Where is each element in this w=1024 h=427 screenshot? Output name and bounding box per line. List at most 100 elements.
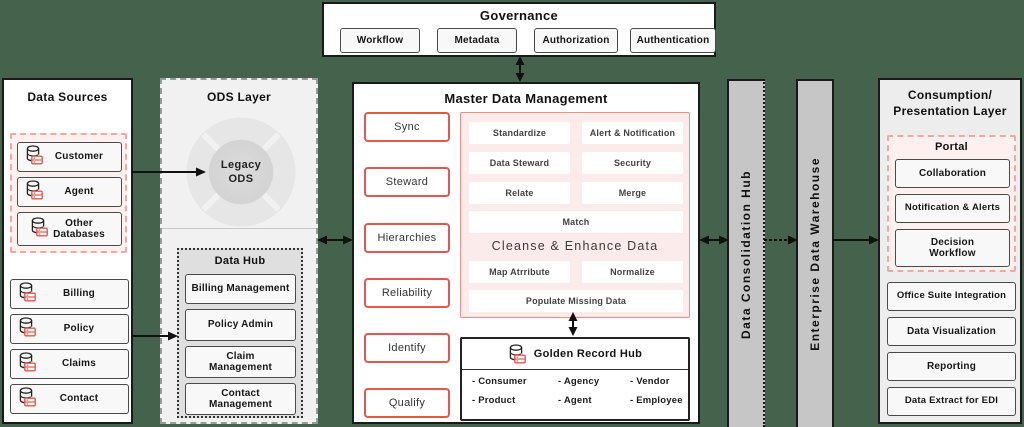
data-consolidation-hub-label: Data Consolidation Hub	[739, 169, 753, 339]
database-icon	[25, 180, 43, 205]
golden-entities: - Consumer - Agency - Vendor - Product -…	[462, 370, 688, 406]
data-hub-item-contact-management: Contact Management	[185, 383, 296, 415]
cleanse-enhance-title: Cleanse & Enhance Data	[491, 239, 659, 253]
source-contact: Contact	[10, 384, 129, 414]
consumption-item-data-visualization: Data Visualization	[887, 317, 1016, 346]
data-hub-item-claim-management: Claim Management	[185, 346, 296, 378]
capability-reliability: Reliability	[364, 278, 450, 308]
arrow-governance-mdm	[515, 56, 525, 82]
legacy-ods-node: Legacy ODS	[209, 140, 273, 204]
chip-label: Reporting	[926, 360, 977, 372]
source-label: Claims	[62, 358, 96, 370]
chip-label: Data Extract for EDI	[904, 395, 999, 407]
data-sources-master-group: Customer Agent Other Databases	[10, 133, 127, 253]
arrow-datasources-datahub	[132, 331, 178, 341]
consumption-item-reporting: Reporting	[887, 352, 1016, 381]
capability-sync: Sync	[364, 112, 450, 142]
function-map-attribute: Map Atrribute	[469, 261, 570, 283]
ring-slash	[261, 192, 281, 212]
portal-item-decision-workflow: Decision Workflow	[895, 229, 1010, 267]
data-consolidation-hub-bar: Data Consolidation Hub	[727, 79, 765, 427]
function-match: Match	[469, 211, 683, 233]
chip-label: Office Suite Integration	[896, 290, 1007, 302]
data-hub-title: Data Hub	[214, 255, 266, 267]
capability-identify: Identify	[364, 333, 450, 363]
database-icon	[18, 282, 36, 307]
governance-panel: Governance Workflow Metadata Authorizati…	[322, 2, 716, 57]
source-customer: Customer	[17, 142, 122, 172]
enterprise-data-warehouse-label: Enterprise Data Warehouse	[808, 157, 822, 351]
arrow-mdm-consolidationhub	[699, 235, 729, 245]
capability-label: Steward	[385, 176, 429, 188]
golden-entity: - Vendor	[630, 376, 670, 387]
database-icon	[18, 352, 36, 377]
function-merge: Merge	[582, 182, 683, 204]
golden-entity: - Consumer	[472, 376, 527, 387]
database-icon	[30, 217, 48, 242]
portal-item-notification-alerts: Notification & Alerts	[895, 194, 1010, 223]
chip-label: Billing Management	[191, 283, 290, 295]
golden-entity: - Employee	[630, 395, 683, 406]
governance-item-metadata: Metadata	[437, 28, 517, 53]
chip-label: Metadata	[454, 34, 500, 46]
data-sources-title: Data Sources	[27, 90, 108, 104]
function-standardize: Standardize	[469, 122, 570, 144]
function-relate: Relate	[469, 182, 570, 204]
database-icon	[25, 145, 43, 170]
capability-label: Hierarchies	[377, 232, 437, 244]
capability-label: Identify	[388, 342, 426, 354]
source-label: Agent	[64, 186, 94, 198]
arrow-datasources-legacyods	[132, 167, 206, 177]
chip-label: Authentication	[636, 34, 710, 46]
governance-title: Governance	[479, 8, 559, 23]
governance-item-authentication: Authentication	[630, 28, 716, 53]
mdm-title: Master Data Management	[444, 91, 608, 106]
arrow-consolidationhub-warehouse	[764, 235, 798, 245]
capability-steward: Steward	[364, 167, 450, 197]
capability-label: Qualify	[388, 397, 426, 409]
source-billing: Billing	[10, 279, 129, 309]
source-label: Contact	[59, 393, 99, 405]
arrow-functions-goldenhub	[568, 312, 578, 336]
mdm-panel: Master Data Management Sync Steward Hier…	[352, 82, 700, 424]
capability-label: Reliability	[381, 287, 433, 299]
chip-label: Decision Workflow	[929, 236, 976, 260]
consumption-title-line2: Presentation Layer	[893, 104, 1007, 118]
consumption-title-line1: Consumption/	[907, 88, 993, 102]
source-agent: Agent	[17, 177, 122, 207]
function-normalize: Normalize	[582, 261, 683, 283]
capability-hierarchies: Hierarchies	[364, 223, 450, 253]
source-policy: Policy	[10, 314, 129, 344]
function-populate-missing-data: Populate Missing Data	[469, 290, 683, 312]
consumption-item-office-suite-integration: Office Suite Integration	[887, 282, 1016, 311]
source-label: Billing	[63, 288, 95, 300]
consumption-item-data-extract-edi: Data Extract for EDI	[887, 387, 1016, 416]
chip-label: Collaboration	[918, 167, 987, 179]
ods-layer-title: ODS Layer	[206, 90, 272, 104]
source-label: Policy	[63, 323, 95, 335]
golden-entity: - Agency	[558, 376, 600, 387]
golden-entity: - Agent	[558, 395, 592, 406]
function-data-steward: Data Steward	[469, 152, 570, 174]
chip-label: Claim Management	[208, 350, 273, 374]
chip-label: Notification & Alerts	[904, 202, 1001, 214]
database-icon	[18, 387, 36, 412]
consumption-panel: Consumption/ Presentation Layer Portal C…	[878, 78, 1022, 424]
governance-item-workflow: Workflow	[340, 28, 420, 53]
chip-label: Workflow	[356, 34, 404, 46]
chip-label: Data Visualization	[907, 325, 996, 337]
enterprise-data-warehouse-bar: Enterprise Data Warehouse	[796, 79, 834, 427]
chip-label: Authorization	[542, 34, 610, 46]
legacy-ods-ring: Legacy ODS	[186, 117, 296, 227]
data-hub-item-policy-admin: Policy Admin	[185, 309, 296, 341]
golden-entity: - Product	[472, 395, 516, 406]
data-hub-group: Data Hub Billing Management Policy Admin…	[177, 248, 303, 418]
database-icon	[508, 343, 526, 365]
source-label: Other Databases	[53, 217, 105, 241]
arrow-ods-mdm	[317, 235, 353, 245]
database-icon	[18, 317, 36, 342]
source-claims: Claims	[10, 349, 129, 379]
chip-label: Contact Management	[208, 387, 273, 411]
golden-record-hub-title: Golden Record Hub	[533, 348, 643, 360]
